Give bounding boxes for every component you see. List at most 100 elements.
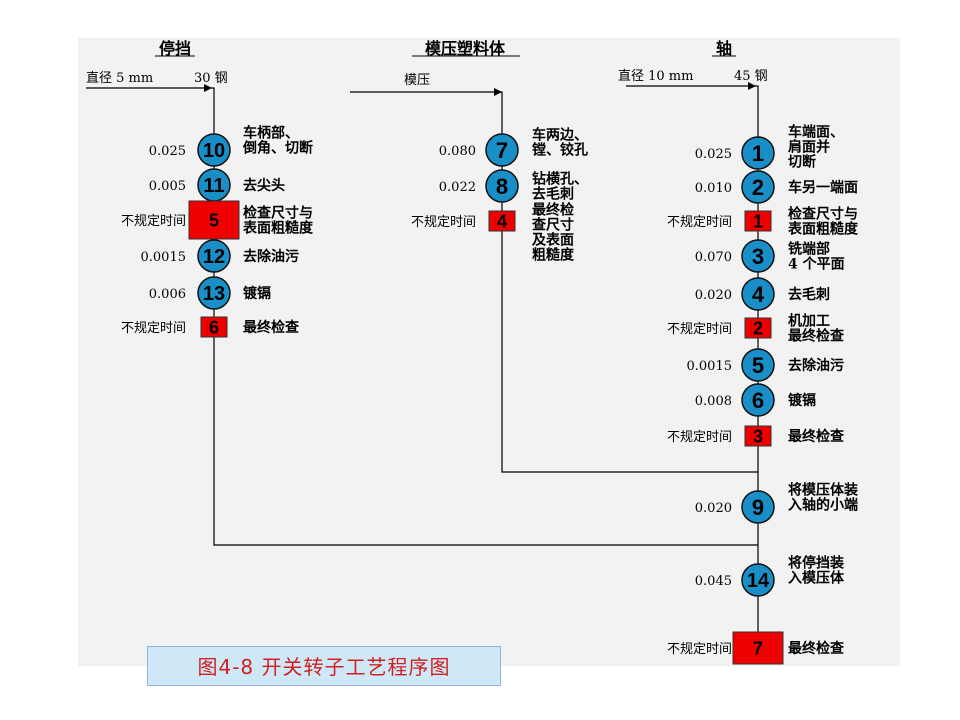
operation-number: 4	[752, 282, 765, 307]
operation-description-line: 最终检查	[788, 428, 845, 445]
operation-number: 13	[203, 283, 225, 305]
operation-description-line: 去毛刺	[532, 186, 574, 203]
operation-description-line: 入模压体	[788, 570, 845, 587]
operation-description-line: 入轴的小端	[788, 497, 858, 514]
operation-circle	[741, 170, 775, 204]
operation-time: 0.010	[695, 181, 732, 196]
operation-description-line: 表面粗糙度	[242, 220, 314, 237]
operation-number: 8	[496, 174, 508, 199]
operation-description-line: 钻横孔、	[532, 171, 588, 188]
operation-time: 不规定时间	[667, 642, 732, 657]
operation-description-line: 铣端部	[788, 241, 830, 258]
inspection-number: 4	[497, 211, 507, 231]
operation-description-line: 车柄部、	[243, 125, 299, 142]
operation-time: 不规定时间	[667, 430, 732, 445]
operation-circle	[485, 133, 519, 167]
inspection-square	[488, 210, 516, 232]
operation-time: 0.025	[149, 144, 186, 159]
inspection-number: 6	[209, 317, 219, 337]
operation-time: 0.020	[695, 288, 732, 303]
inspection-square	[744, 425, 772, 447]
operation-description-line: 去除油污	[788, 357, 844, 374]
operation-number: 12	[203, 246, 225, 268]
operation-circle	[197, 276, 231, 310]
stopper-column-title: 停挡	[159, 39, 191, 58]
molded-material-label: 模压	[404, 73, 430, 88]
operation-a2s: 2不规定时间机加工最终检查	[667, 313, 845, 345]
inspection-square	[188, 200, 240, 240]
operation-number: 7	[496, 138, 508, 163]
operation-circle	[741, 383, 775, 417]
operation-description-line: 镀镉	[243, 285, 271, 302]
operation-circle	[197, 133, 231, 167]
operation-number: 1	[752, 141, 764, 166]
operation-number: 2	[752, 175, 764, 200]
stopper-material-steel: 30 钢	[194, 71, 228, 86]
operation-description-line: 车另一端面	[788, 179, 858, 196]
inspection-number: 1	[753, 211, 763, 231]
operation-a2: 2 0.010 车另一端面	[695, 170, 858, 204]
operation-circle	[741, 563, 775, 597]
operation-time: 不规定时间	[121, 321, 186, 336]
operation-number: 3	[752, 244, 764, 269]
inspection-number: 5	[209, 210, 219, 230]
operation-circle	[741, 490, 775, 524]
operation-description-line: 表面粗糙度	[787, 221, 859, 238]
operation-description-line: 4 个平面	[788, 256, 845, 273]
operation-circle	[741, 277, 775, 311]
operation-number: 14	[747, 570, 770, 592]
operation-time: 不规定时间	[121, 214, 186, 229]
molded-feed-arrow-right	[494, 88, 502, 96]
molded-column-title: 模压塑料体	[425, 39, 506, 58]
operation-description-line: 粗糙度	[532, 247, 575, 264]
operation-time: 0.045	[695, 574, 732, 589]
operation-description-line: 车端面、	[788, 124, 844, 141]
inspection-square	[732, 631, 784, 665]
operation-circle	[741, 348, 775, 382]
inspection-square	[744, 317, 772, 339]
operation-time: 0.0015	[141, 250, 187, 265]
operation-time: 不规定时间	[667, 215, 732, 230]
operation-description-line: 倒角、切断	[242, 140, 313, 157]
operation-description-line: 查尺寸	[532, 217, 574, 234]
operation-circle	[741, 136, 775, 170]
operation-description-line: 最终检查	[788, 328, 845, 345]
operation-description-line: 镗、铰孔	[532, 142, 588, 159]
inspection-number: 7	[753, 638, 763, 658]
shaft-column-title: 轴	[716, 39, 732, 58]
operation-time: 不规定时间	[411, 215, 476, 230]
operation-time: 0.005	[149, 179, 186, 194]
operation-description-line: 去尖头	[243, 177, 285, 194]
operation-description-line: 检查尺寸与	[788, 206, 858, 223]
operation-time: 0.025	[695, 147, 732, 162]
operation-description-line: 肩面并	[788, 139, 830, 156]
operation-number: 9	[752, 495, 764, 520]
operation-time: 0.070	[695, 250, 732, 265]
operation-j7: 7不规定时间最终检查	[667, 631, 845, 665]
molded-feed-line	[350, 91, 503, 130]
operation-description-line: 车两边、	[532, 127, 588, 144]
operation-time: 0.020	[695, 501, 732, 516]
operation-description-line: 切断	[788, 154, 816, 171]
operation-circle	[197, 239, 231, 273]
stopper-feed-arrow-right	[204, 84, 212, 92]
inspection-number: 3	[753, 426, 763, 446]
figure-caption: 图4-8 开关转子工艺程序图	[147, 646, 501, 686]
operation-description-line: 检查尺寸与	[243, 205, 313, 222]
operation-description-line: 去除油污	[243, 248, 299, 265]
